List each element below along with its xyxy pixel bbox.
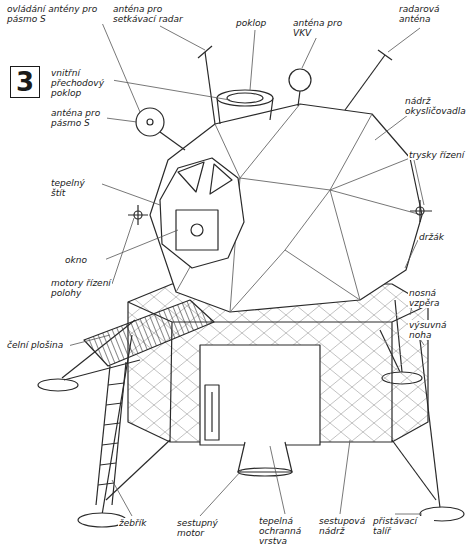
- part-label: čelní plošina: [6, 340, 70, 350]
- part-label: motory řízení polohy: [50, 278, 112, 298]
- part-label: anténa pro pásmo S: [50, 108, 107, 128]
- part-label: držák: [418, 232, 464, 242]
- part-label: anténa pro VKV: [292, 18, 354, 38]
- part-label: výsuvná noha: [408, 320, 466, 340]
- part-label: radarová anténa: [398, 4, 466, 24]
- part-label: ovládání antény pro pásmo S: [6, 4, 103, 24]
- part-label: trysky řízení: [408, 150, 466, 160]
- part-label: sestupný motor: [176, 518, 226, 538]
- part-label: anténa pro setkávací radar: [112, 4, 202, 24]
- part-label: nosná vzpěra: [408, 288, 466, 308]
- part-label: nádrž okysličovadla: [404, 96, 466, 116]
- part-label: tepelná ochranná vrstva: [258, 516, 316, 546]
- part-label: tepelný štít: [50, 178, 102, 198]
- part-label: vnitřní přechodový poklop: [50, 68, 114, 98]
- part-label: poklop: [235, 18, 281, 28]
- part-label: sestupová nádrž: [318, 516, 374, 536]
- figure-number: 3: [10, 66, 40, 98]
- part-label: okno: [64, 255, 106, 265]
- part-label: přistávací talíř: [372, 516, 434, 536]
- part-label: žebřík: [118, 518, 162, 528]
